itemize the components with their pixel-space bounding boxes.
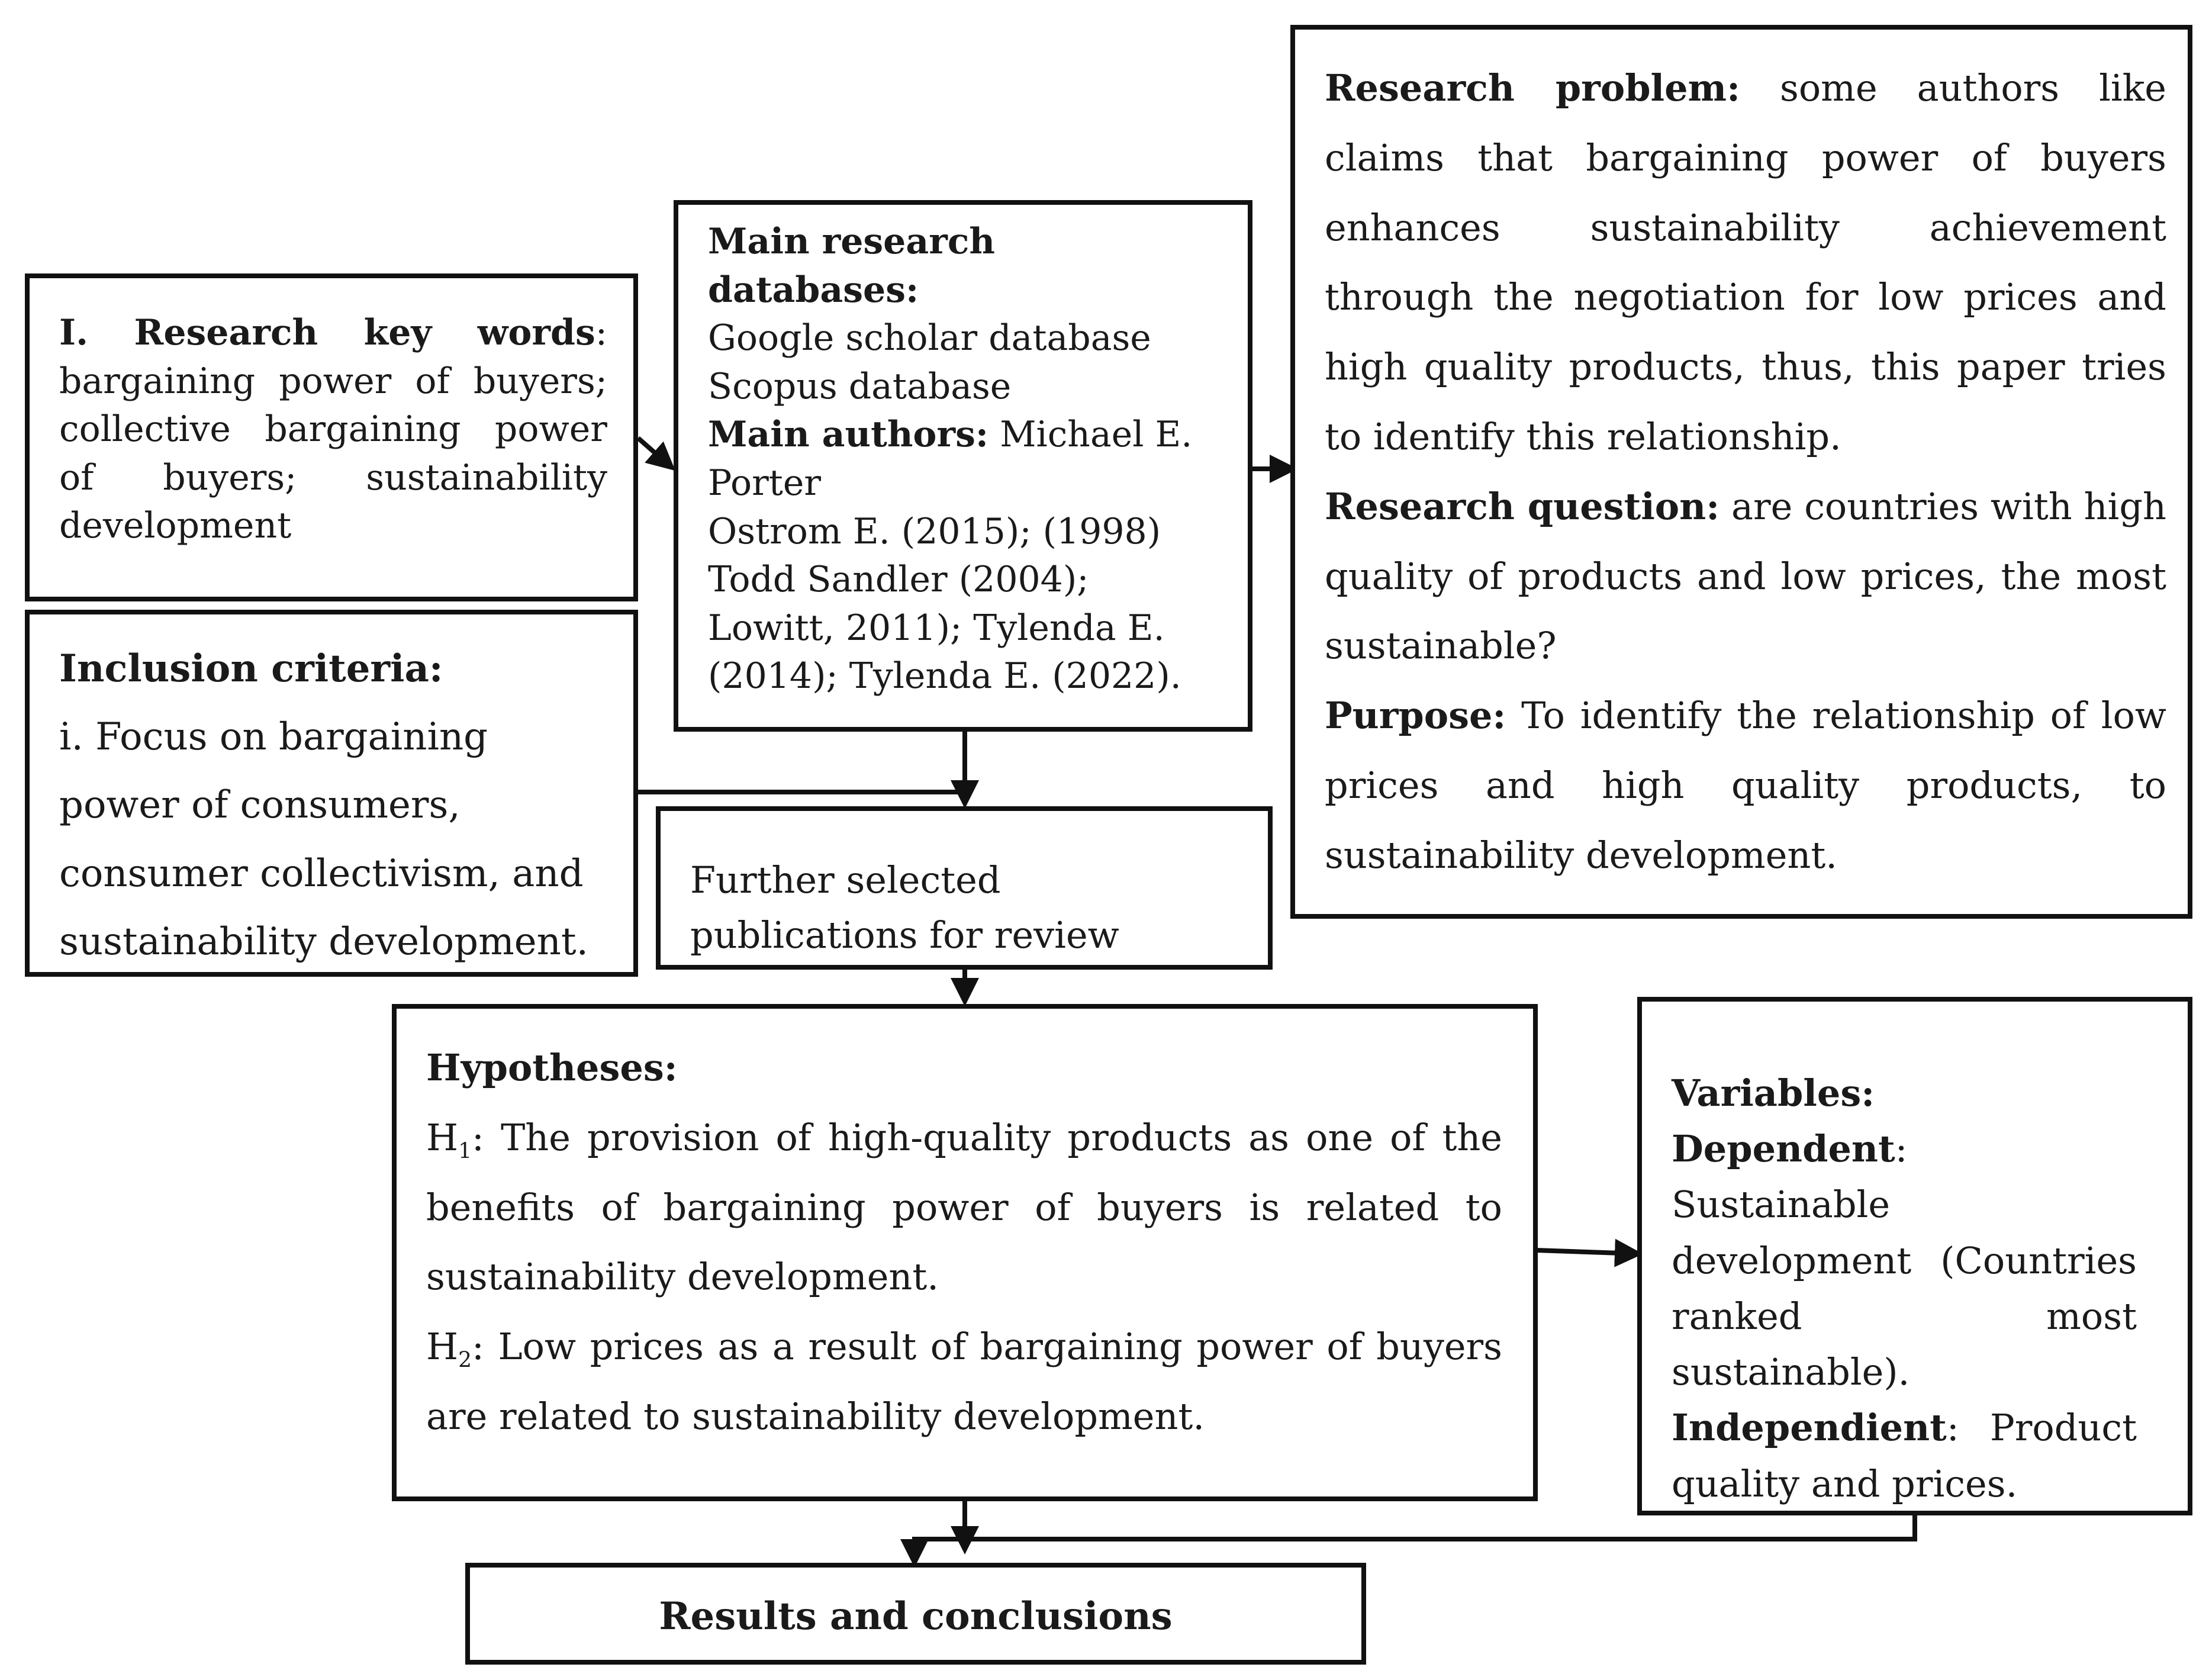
database-item-google: Google scholar database xyxy=(708,317,1151,359)
arrow-keywords-to-databases xyxy=(636,436,676,471)
arrow-variables-to-results xyxy=(900,1513,1917,1568)
databases-box xyxy=(674,200,1252,732)
research-text: Research problem: some authors like clai… xyxy=(1325,53,2166,890)
independent-heading: Independient xyxy=(1672,1406,1947,1450)
problem-body: some authors like claims that bargaining… xyxy=(1325,66,2166,458)
variables-text: Variables: Dependent: Sustainable develo… xyxy=(1672,1066,2137,1512)
authors-ostrom: Ostrom E. (2015); (1998) xyxy=(708,510,1161,552)
independent-body: : Product quality and prices. xyxy=(1672,1406,2137,1505)
results-text: Results and conclusions xyxy=(465,1594,1366,1640)
hypotheses-heading: Hypotheses: xyxy=(426,1046,678,1089)
keywords-text: I. Research key words: bargaining power … xyxy=(59,309,607,551)
databases-text: Main research databases: Google scholar … xyxy=(708,218,1217,701)
question-heading: Research question: xyxy=(1325,484,1720,528)
authors-sandler-tylenda: Todd Sandler (2004); Lowitt, 2011); Tyle… xyxy=(708,559,1181,697)
hypotheses-box xyxy=(392,1004,1538,1501)
hypothesis-1: H1: The provision of high-quality produc… xyxy=(426,1115,1502,1299)
problem-heading: Research problem: xyxy=(1325,66,1741,110)
results-box xyxy=(465,1563,1366,1665)
authors-heading: Main authors: xyxy=(708,414,988,456)
inclusion-body: i. Focus on bargaining power of consumer… xyxy=(59,715,588,964)
keywords-heading: I. Research key words xyxy=(59,312,595,353)
databases-heading: Main research databases: xyxy=(708,221,995,311)
arrow-hypotheses-to-variables xyxy=(1536,1238,1643,1267)
keywords-box xyxy=(25,273,638,601)
variables-box xyxy=(1637,997,2192,1515)
inclusion-box xyxy=(25,610,638,977)
keywords-body: : bargaining power of buyers; collective… xyxy=(59,312,607,547)
research-box xyxy=(1290,25,2192,919)
further-text: Further selected publications for review xyxy=(690,858,1119,957)
results-heading: Results and conclusions xyxy=(659,1594,1173,1639)
dependent-body: : Sustainable development (Countries ran… xyxy=(1672,1127,2137,1394)
inclusion-text: Inclusion criteria: i. Focus on bargaini… xyxy=(59,635,616,976)
authors-porter: Michael E. Porter xyxy=(708,414,1193,504)
purpose-body: To identify the relationship of low pric… xyxy=(1325,694,2166,877)
dependent-heading: Dependent xyxy=(1672,1127,1895,1171)
hypothesis-2: H2: Low prices as a result of bargaining… xyxy=(426,1325,1502,1438)
hypotheses-text: Hypotheses: H1: The provision of high-qu… xyxy=(426,1033,1502,1452)
inclusion-heading: Inclusion criteria: xyxy=(59,646,443,691)
purpose-heading: Purpose: xyxy=(1325,694,1506,738)
question-body: are countries with high quality of produ… xyxy=(1325,484,2166,668)
further-box xyxy=(656,806,1273,970)
database-item-scopus: Scopus database xyxy=(708,365,1012,407)
variables-heading: Variables: xyxy=(1672,1071,1875,1115)
